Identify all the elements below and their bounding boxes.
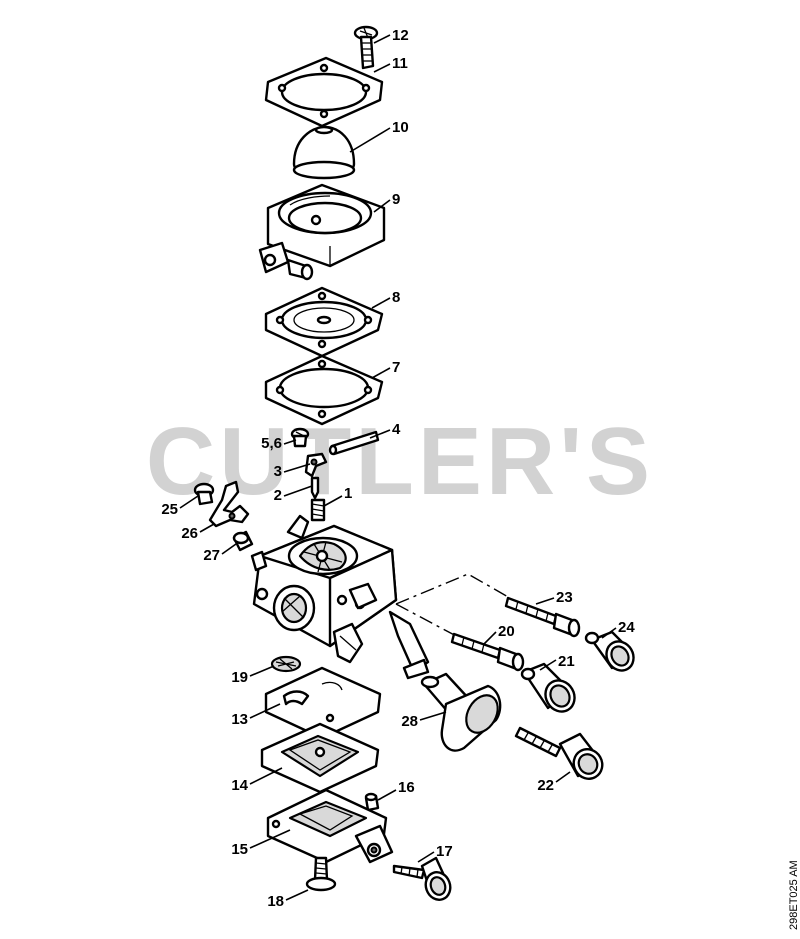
part-21-limiter-cap — [520, 662, 576, 713]
part-5-6-screw — [290, 427, 310, 448]
part-1-spring — [310, 498, 326, 522]
part-15-metering-cover — [266, 788, 394, 864]
callout-22: 22 — [537, 777, 554, 794]
part-14-metering-diaphragm — [260, 722, 380, 794]
callout-7: 7 — [392, 359, 400, 376]
callout-15: 15 — [231, 841, 248, 858]
callout-labels: 12 11 10 9 8 7 4 5,6 3 2 1 25 26 27 23 2… — [161, 27, 635, 910]
part-3-inlet-control-lever — [304, 452, 328, 478]
callout-20: 20 — [498, 623, 515, 640]
carburetor-body — [250, 514, 430, 680]
callout-2: 2 — [274, 487, 282, 504]
callout-23: 23 — [556, 589, 573, 606]
callout-5-6: 5,6 — [261, 435, 282, 452]
drawing-code: 298ET025 AM — [788, 860, 800, 930]
part-13-gasket — [264, 666, 382, 740]
callout-12: 12 — [392, 27, 409, 44]
callout-26: 26 — [181, 525, 198, 542]
part-24-limiter-cap — [584, 630, 635, 672]
callout-17: 17 — [436, 843, 453, 860]
part-28-choke-lever — [420, 672, 502, 752]
part-2-inlet-needle — [310, 476, 320, 500]
part-9-pump-cover — [258, 183, 386, 281]
callout-19: 19 — [231, 669, 248, 686]
callout-9: 9 — [392, 191, 400, 208]
part-8-pump-diaphragm — [264, 286, 384, 358]
part-16-pin — [364, 792, 380, 812]
callout-16: 16 — [398, 779, 415, 796]
part-7-gasket — [264, 354, 384, 426]
part-18-screw — [305, 856, 337, 892]
part-22-adjusting-screw — [514, 726, 604, 780]
callout-4: 4 — [392, 421, 401, 438]
part-4-pin — [328, 430, 380, 456]
part-12-screw — [353, 25, 379, 70]
callout-1: 1 — [344, 485, 352, 502]
axis-line-23 — [395, 573, 511, 605]
part-23-adjusting-screw — [504, 596, 581, 638]
part-20-adjusting-screw — [450, 632, 525, 672]
part-25-screw — [193, 482, 215, 506]
callout-28: 28 — [401, 713, 418, 730]
leader-lines — [179, 34, 617, 901]
callout-27: 27 — [203, 547, 220, 564]
axis-line-20 — [395, 603, 461, 639]
part-10-primer-bulb — [292, 125, 356, 180]
callout-18: 18 — [267, 893, 284, 910]
part-26-throttle-lever — [208, 480, 250, 528]
part-19-fuel-screen — [270, 655, 302, 673]
callout-14: 14 — [231, 777, 248, 794]
callout-10: 10 — [392, 119, 409, 136]
callout-3: 3 — [274, 463, 282, 480]
callout-8: 8 — [392, 289, 400, 306]
part-27-sleeve — [232, 530, 254, 552]
callout-24: 24 — [618, 619, 635, 636]
callout-13: 13 — [231, 711, 248, 728]
part-11-cover-gasket — [264, 56, 384, 128]
callout-21: 21 — [558, 653, 575, 670]
part-17-adjusting-screw — [392, 856, 452, 901]
callout-25: 25 — [161, 501, 178, 518]
callout-11: 11 — [392, 55, 408, 72]
